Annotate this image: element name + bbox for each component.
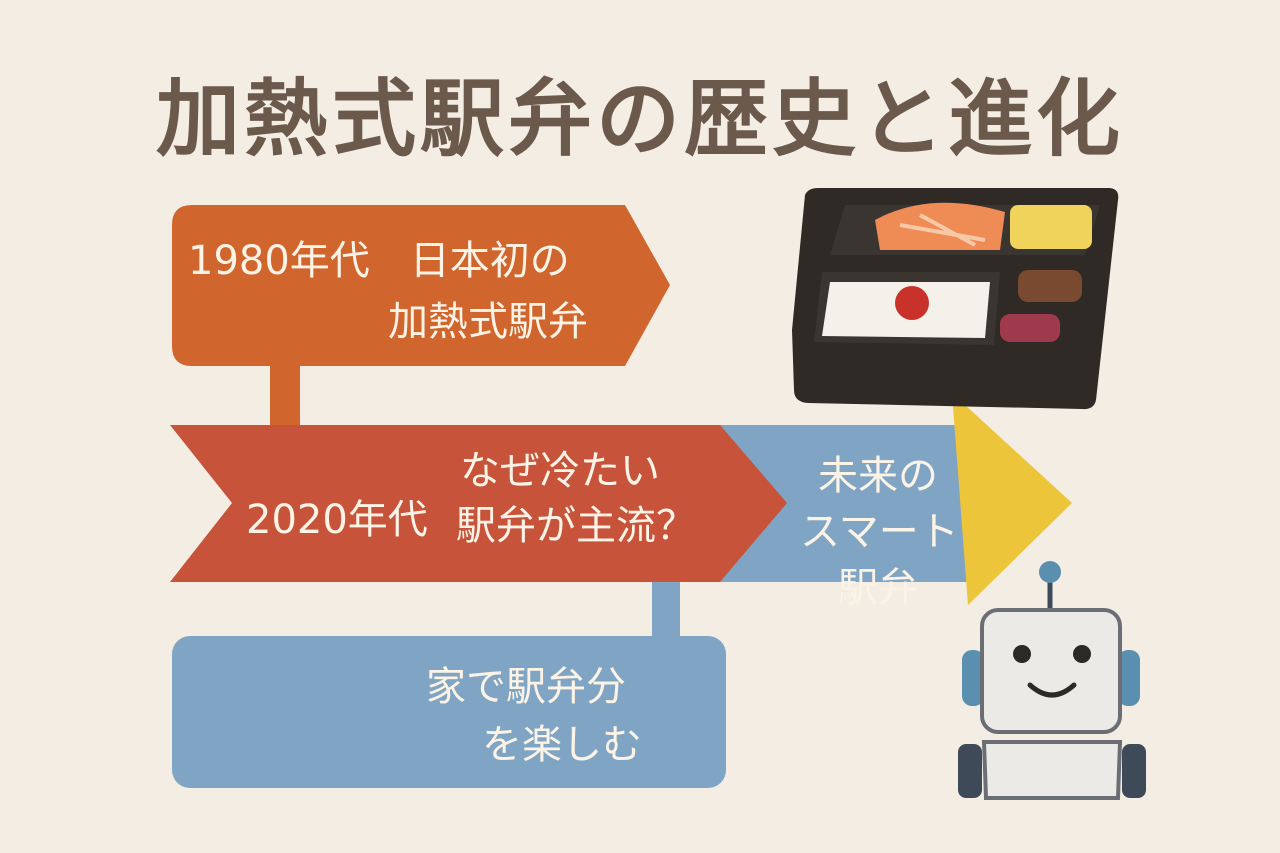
label-home-line1: 家で駅弁分 (426, 664, 626, 710)
robot-smile (1027, 682, 1077, 698)
arrow-head-future (952, 393, 1072, 605)
label-2020-line2: 駅弁が主流？ (456, 503, 696, 549)
robot-antenna (1039, 561, 1061, 583)
robot-illustration (958, 561, 1146, 800)
label-future-line1: 未来の (818, 453, 938, 499)
label-home-line2: を楽しむ (482, 722, 642, 768)
arrow-chevron-2020 (170, 425, 787, 582)
tamagoyaki-icon (1010, 205, 1092, 249)
connector-1980 (270, 362, 300, 432)
label-1980-line2: 加熱式駅弁 (388, 299, 588, 345)
bento-box-illustration (792, 188, 1119, 410)
label-future-line3: 駅弁 (838, 565, 918, 611)
robot-head (980, 608, 1122, 734)
side-dish-brown-icon (1018, 270, 1082, 302)
label-2020-year: 2020年代 (246, 497, 428, 543)
umeboshi-icon (895, 286, 929, 320)
side-dish-pink-icon (1000, 314, 1060, 342)
label-1980-line1: 1980年代 日本初の (188, 238, 570, 284)
robot-body (981, 740, 1123, 800)
robot-eye-right (1073, 645, 1091, 663)
page-title: 加熱式駅弁の歴史と進化 (155, 70, 1124, 168)
label-2020-line1: なぜ冷たい (460, 448, 660, 494)
box-home (172, 636, 726, 788)
robot-eye-left (1013, 645, 1031, 663)
connector-home (652, 580, 680, 642)
arrow-band-future (700, 425, 985, 582)
label-future-line2: スマート (800, 509, 959, 555)
arrow-box-1980 (172, 205, 670, 366)
